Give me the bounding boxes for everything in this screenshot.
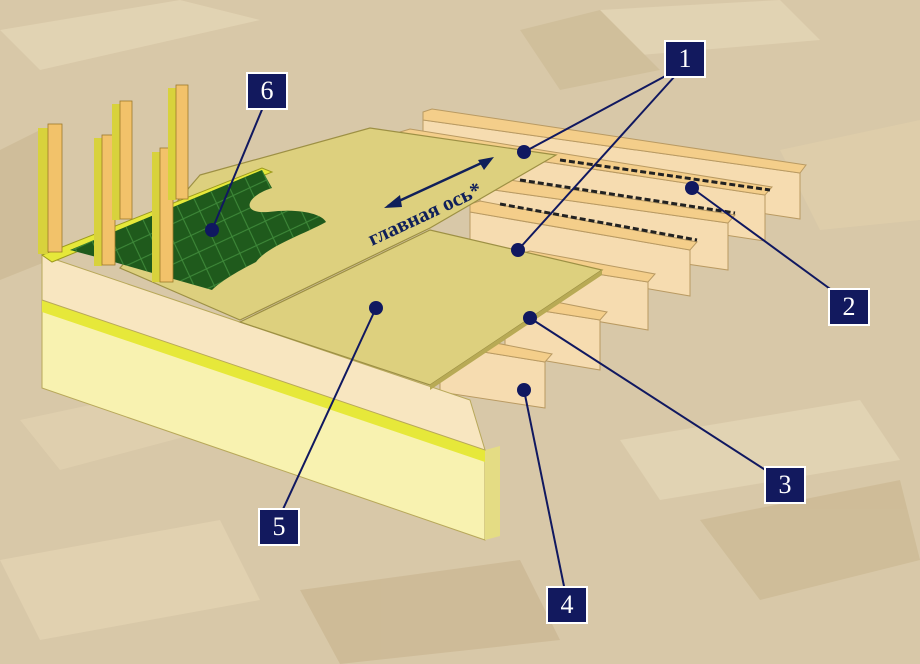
nailing-lines: [499, 158, 771, 242]
callout-1: 1: [664, 40, 706, 78]
callout-5: 5: [258, 508, 300, 546]
callout-3: 3: [764, 466, 806, 504]
callout-leaders: [211, 65, 849, 597]
callout-2: 2: [828, 288, 870, 326]
stud-2: [94, 134, 116, 266]
wall-membrane: [70, 170, 326, 290]
joist-1-top: [422, 108, 807, 174]
stud-3: [112, 100, 133, 220]
sheathing-edge: [430, 270, 602, 390]
callout-4: 4: [546, 586, 588, 624]
wall-studs: [38, 84, 189, 283]
callout-6: 6: [246, 72, 288, 110]
joist-4-top: [469, 200, 698, 251]
stud-1: [38, 123, 63, 254]
rim-board: [41, 254, 500, 541]
callout-dots: [205, 145, 699, 397]
stud-5: [168, 84, 189, 200]
